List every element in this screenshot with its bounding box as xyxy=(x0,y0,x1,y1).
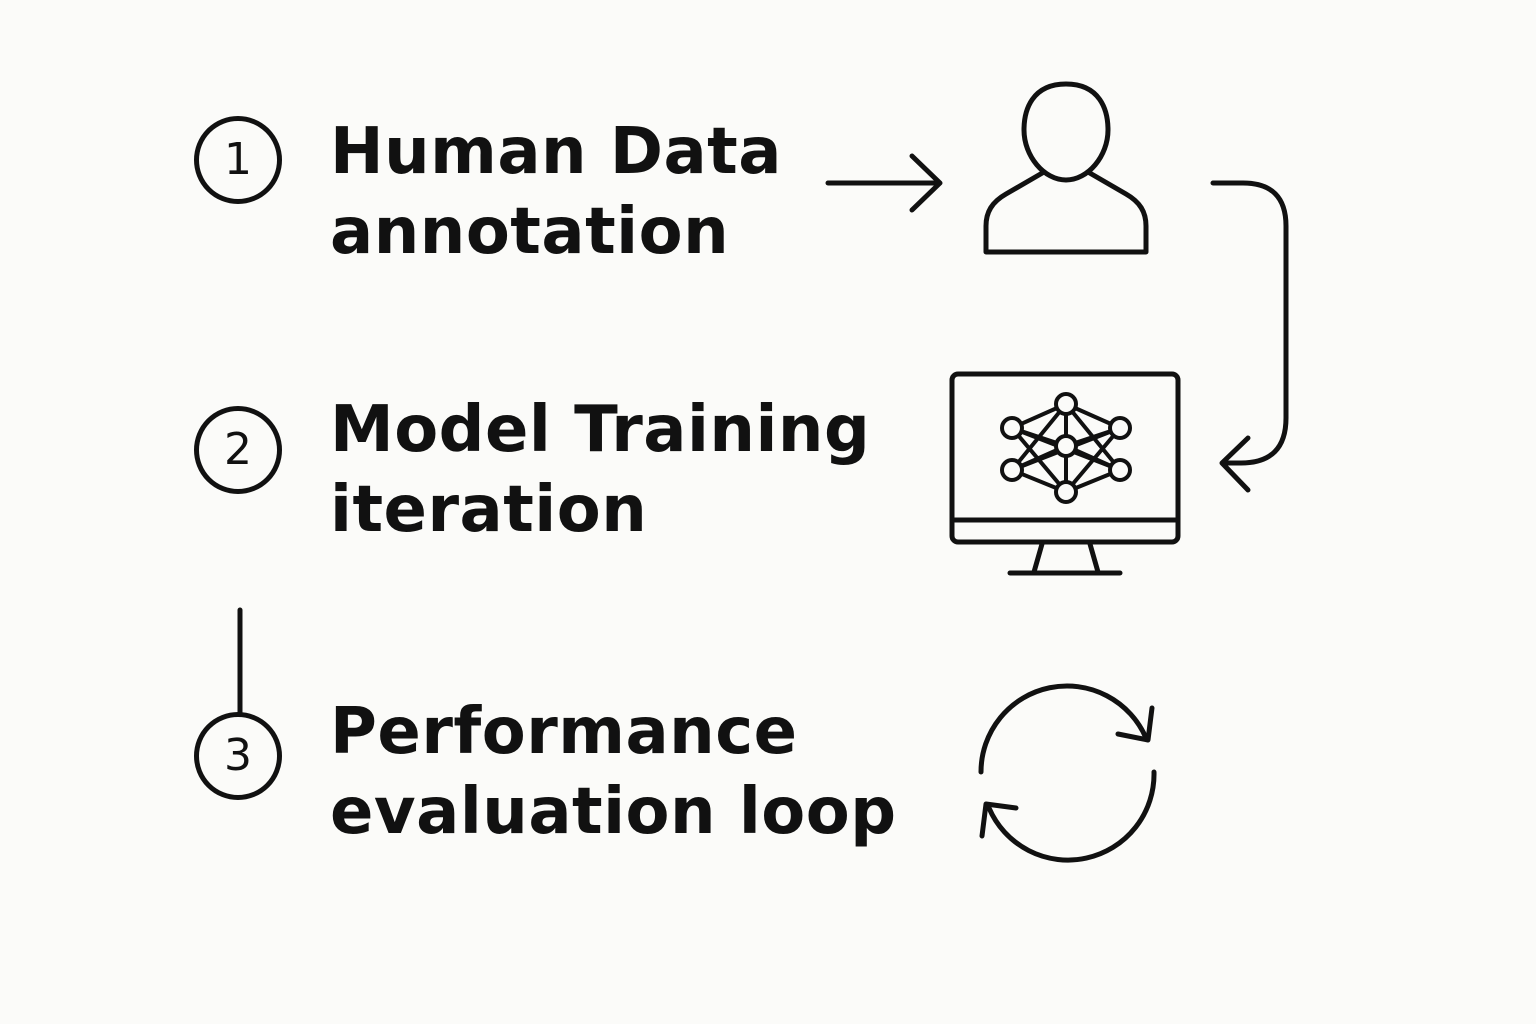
step-number-3: 3 xyxy=(194,712,282,800)
step-label-1-line1: Human Data xyxy=(330,115,782,189)
step-label-1-line2: annotation xyxy=(330,195,730,269)
step-label-2-line2: iteration xyxy=(330,473,648,547)
step-label-2-line1: Model Training xyxy=(330,393,871,467)
monitor-neural-network-icon xyxy=(949,371,1181,576)
curved-arrow-down-left-icon xyxy=(1210,180,1289,493)
refresh-cycle-icon xyxy=(978,683,1157,863)
step-number-1: 1 xyxy=(194,116,282,204)
step-label-1: Human Data annotation xyxy=(330,112,782,272)
step-number-2: 2 xyxy=(194,406,282,494)
arrow-right-icon xyxy=(825,153,943,213)
person-icon xyxy=(983,81,1149,255)
step-label-3: Performance evaluation loop xyxy=(330,692,897,852)
step-label-3-line1: Performance xyxy=(330,695,798,769)
step-label-2: Model Training iteration xyxy=(330,390,870,550)
step-label-3-line2: evaluation loop xyxy=(330,775,897,849)
